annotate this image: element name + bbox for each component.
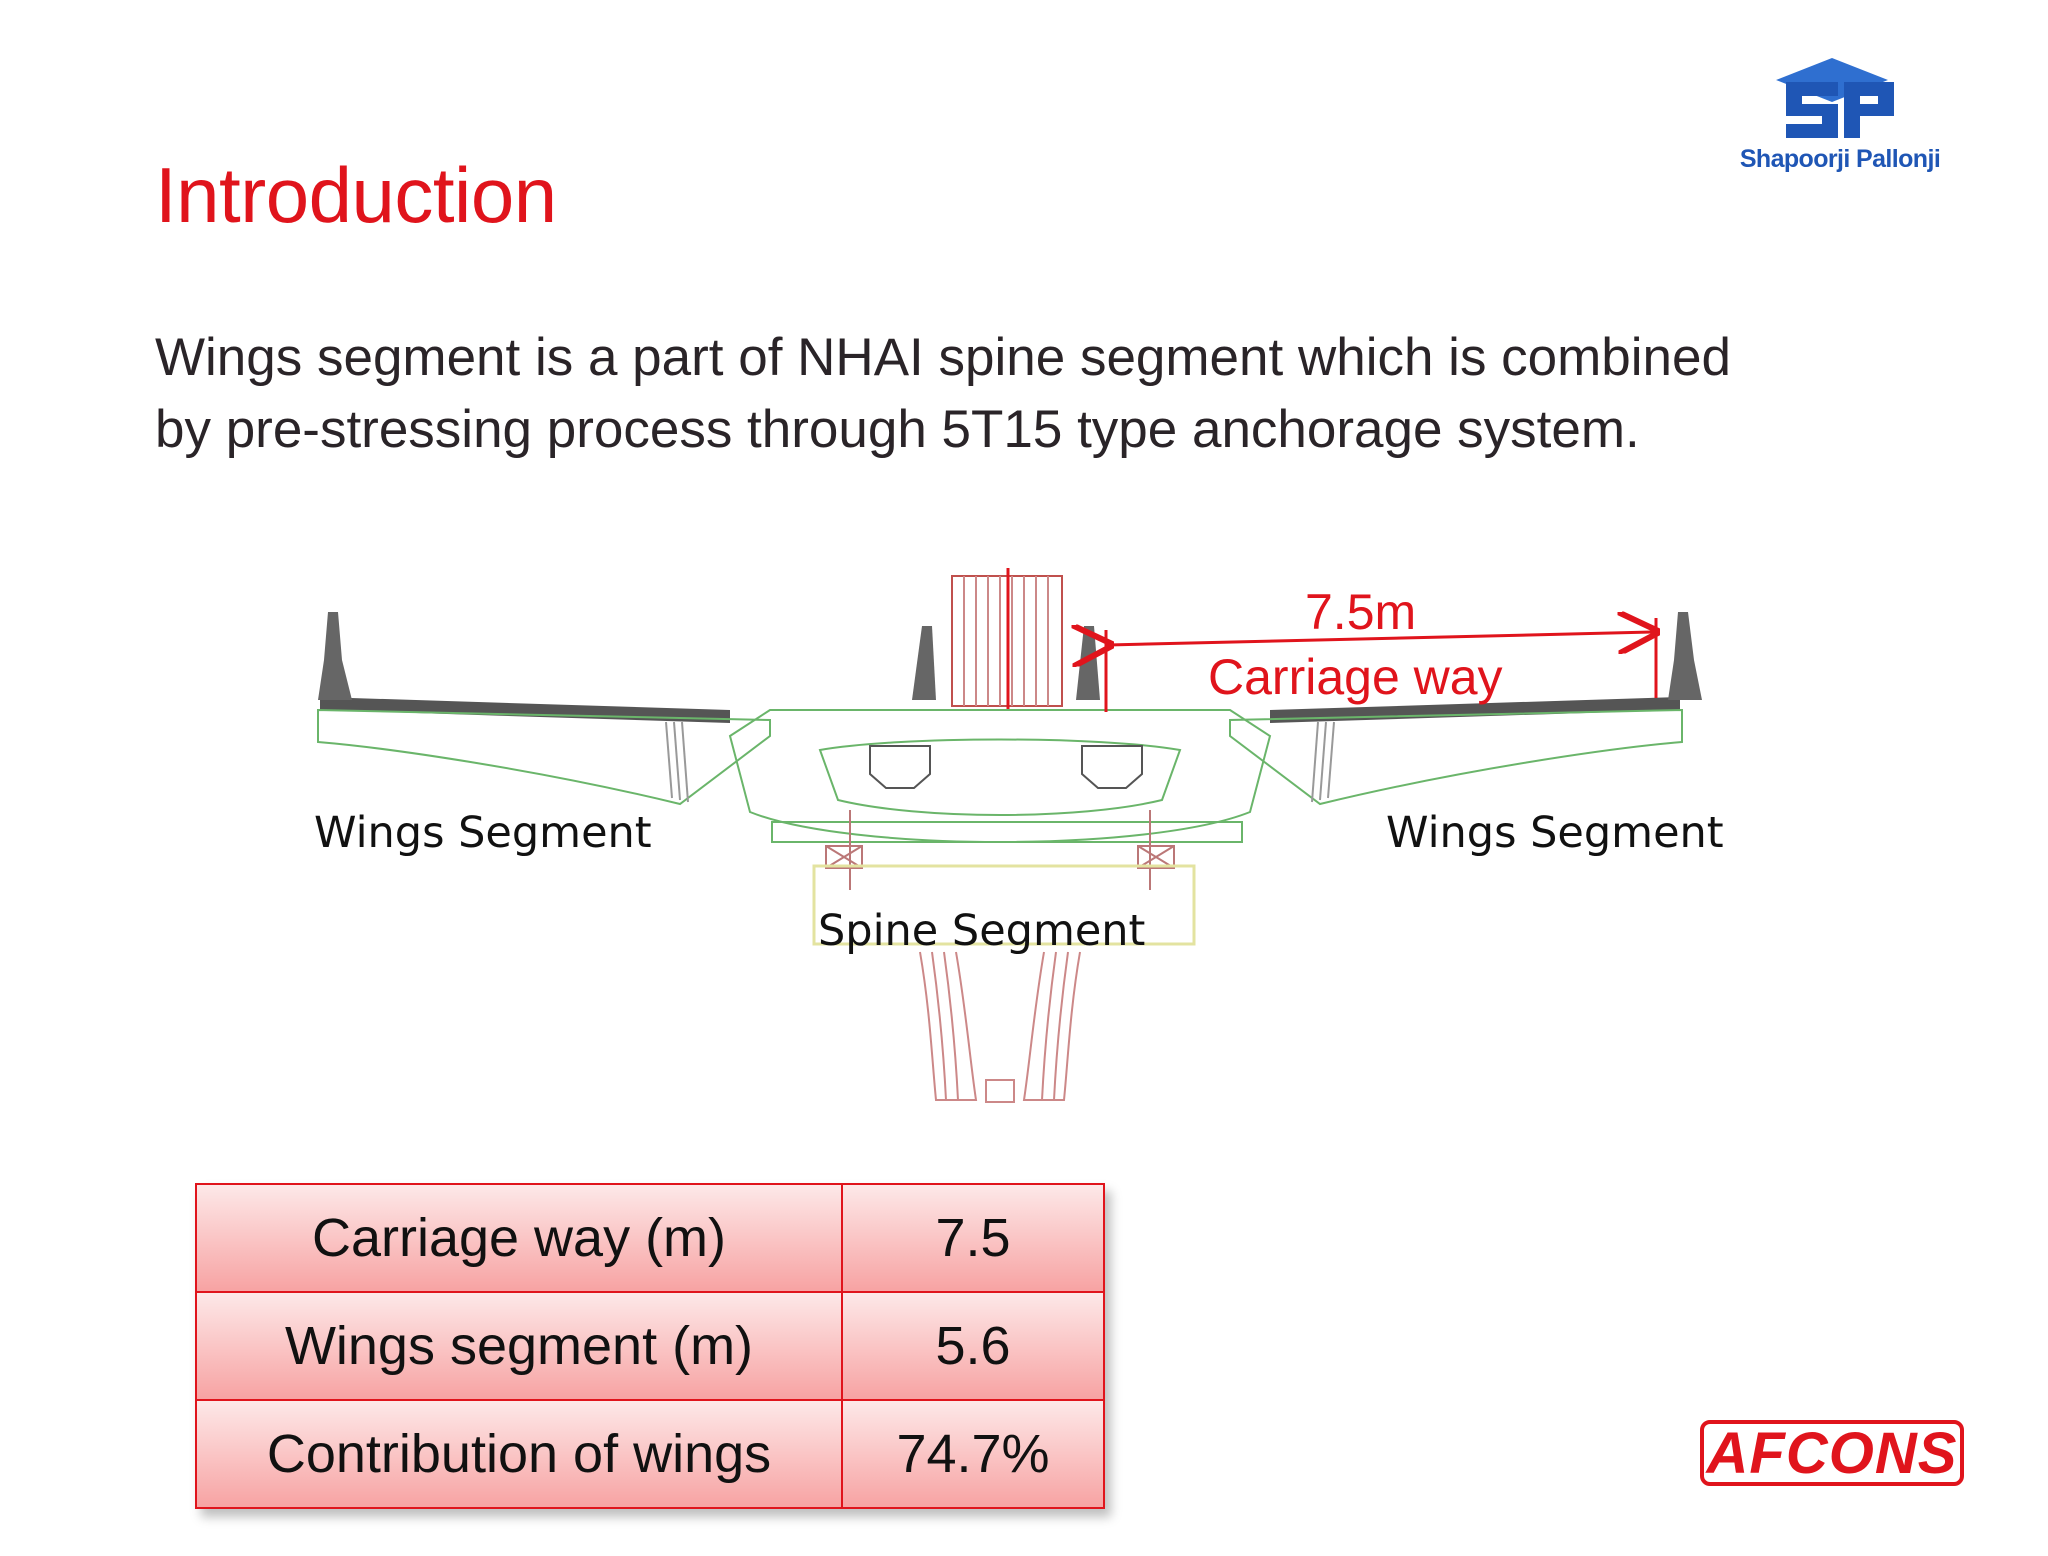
table-row: Contribution of wings 74.7% bbox=[195, 1399, 1105, 1509]
dimension-value: 7.5m bbox=[1305, 584, 1417, 640]
table-cell-value: 7.5 bbox=[841, 1183, 1105, 1293]
body-line: Wings segment is a part of NHAI spine se… bbox=[155, 328, 1731, 387]
afcons-logo: AFCONS bbox=[1700, 1420, 1964, 1486]
body-line: by pre-stressing process through 5T15 ty… bbox=[155, 400, 1640, 459]
shapoorji-pallonji-name: Shapoorji Pallonji bbox=[1739, 145, 1941, 173]
shapoorji-pallonji-logo: Shapoorji Pallonji bbox=[1720, 52, 1960, 182]
left-wings-segment-label: Wings Segment bbox=[314, 808, 652, 858]
table-cell-value: 74.7% bbox=[841, 1399, 1105, 1509]
carriage-way-dimension bbox=[300, 560, 1740, 712]
spine-segment-label: Spine Segment bbox=[818, 906, 1146, 956]
table-row: Carriage way (m) 7.5 bbox=[195, 1183, 1105, 1293]
table-cell-label: Contribution of wings bbox=[195, 1399, 843, 1509]
table-cell-value: 5.6 bbox=[841, 1291, 1105, 1401]
segment-data-table: Carriage way (m) 7.5 Wings segment (m) 5… bbox=[195, 1183, 1105, 1509]
slide-title: Introduction bbox=[155, 151, 557, 239]
afcons-logo-text: AFCONS bbox=[1706, 1420, 1958, 1486]
cross-section-drawing bbox=[317, 568, 1702, 1103]
table-row: Wings segment (m) 5.6 bbox=[195, 1291, 1105, 1401]
sp-logo-icon bbox=[1776, 58, 1894, 138]
right-wings-segment-label: Wings Segment bbox=[1386, 808, 1724, 858]
table-cell-label: Carriage way (m) bbox=[195, 1183, 843, 1293]
body-paragraph: Wings segment is a part of NHAI spine se… bbox=[155, 322, 1955, 466]
bridge-cross-section-diagram: 7.5m Carriage way Wings Segment Wings Se… bbox=[300, 560, 1740, 1140]
dimension-label: Carriage way bbox=[1208, 649, 1503, 705]
table-cell-label: Wings segment (m) bbox=[195, 1291, 843, 1401]
